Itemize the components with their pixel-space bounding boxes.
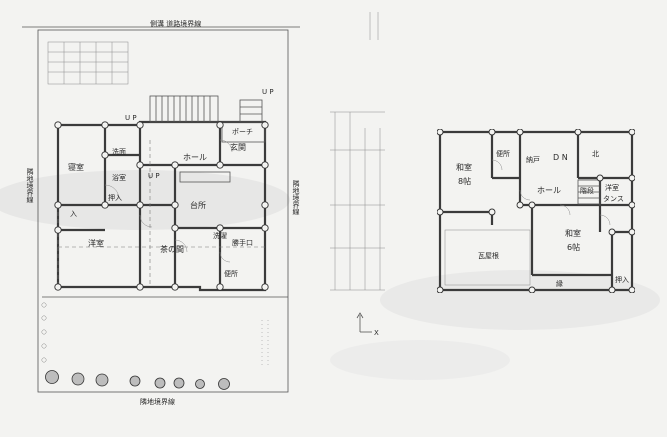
columns-1f [54, 121, 269, 291]
room-katte: 勝手口 [232, 238, 253, 247]
room-hall: ホール [183, 153, 207, 162]
kitchen-counter [179, 171, 231, 183]
room-daidokoro: 台所 [190, 200, 206, 210]
room-yoshitsu: 洋室 [605, 183, 619, 192]
room-en: 縁 [556, 279, 563, 288]
site-boundary [37, 29, 289, 393]
room-kita: 北 [592, 150, 599, 158]
porch-1f [221, 121, 266, 143]
left-boundary-label: 隣地境界線 [26, 167, 34, 203]
columns-2f [436, 128, 636, 294]
roof-area [444, 229, 531, 286]
room-roof: 瓦屋根 [478, 251, 499, 260]
label-dn: D N [553, 153, 568, 162]
room-tsutsumi: 浴室 [112, 173, 126, 182]
room-tansu: タンス [603, 194, 624, 203]
room-kitchen-left: 洋室 [88, 238, 104, 248]
room-honma: 茶の間 [160, 244, 184, 254]
bottom-road-label: 隣地境界線 [140, 397, 175, 406]
room-porch: ポーチ [232, 128, 253, 136]
room-kaidan: 階段 [580, 186, 594, 195]
room-washitsu-a: 和室 [456, 162, 472, 172]
top-road-label: 側溝 道路境界線 [150, 19, 201, 28]
dimension-lines [330, 12, 385, 291]
room-shinshitsu: 寝室 [68, 162, 84, 172]
room-washitsu-a-size: 8帖 [458, 176, 471, 186]
garden-trees [45, 370, 230, 390]
stairs-2f [577, 179, 601, 205]
door-swings-1f [104, 139, 233, 263]
room-hall-2f: ホール [537, 186, 561, 195]
right-boundary-label: 隣地境界線 [292, 179, 300, 215]
up-label-2: U P [125, 114, 137, 122]
up-label-1: U P [262, 88, 274, 96]
room-washitsu-b: 和室 [565, 228, 581, 238]
room-washitsu-b-size: 6帖 [567, 242, 580, 252]
walkway-dots [261, 320, 269, 368]
room-genkan: 玄関 [230, 142, 246, 152]
door-swings-2f [491, 159, 611, 226]
interior-walls-1f [58, 125, 265, 290]
parking-grid [48, 42, 128, 84]
room-laundry: 洗濯 [213, 231, 227, 240]
room-benjo: 便所 [496, 149, 510, 158]
axis-label: X [374, 329, 379, 337]
floor-1-plan: 側溝 道路境界線 隣地境界線 寝室 洗面 浴室 ホール 玄関 ポーチ 押入 台所… [22, 19, 300, 406]
grid-dashes-1f [57, 140, 265, 287]
room-toilet: 便所 [224, 269, 238, 278]
axis-mark [356, 312, 372, 333]
stairs-1f [149, 95, 263, 123]
floor-2-plan: 和室 8帖 便所 納戸 D N 北 ホール 階段 洋室 タンス 和室 6帖 瓦屋… [436, 128, 636, 294]
room-entry-in: 入 [70, 210, 77, 218]
shrubs [41, 302, 47, 363]
room-oshiire: 押入 [108, 193, 122, 202]
room-nando: 納戸 [526, 155, 540, 164]
parking-area [47, 41, 129, 85]
room-oshiire-2f: 押入 [615, 275, 629, 284]
room-senmen: 洗面 [112, 147, 126, 156]
up-label-3: U P [148, 172, 160, 180]
